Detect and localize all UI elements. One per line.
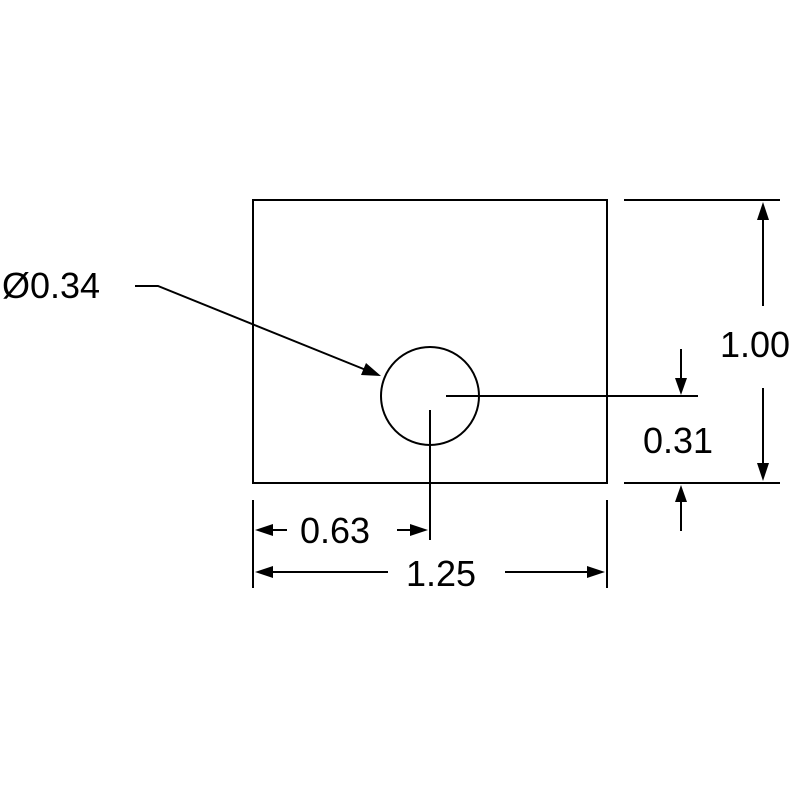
width-arrowhead-left xyxy=(255,566,273,578)
hole-offset-y-label: 0.31 xyxy=(643,420,713,461)
height-arrowhead-top xyxy=(757,202,769,220)
diameter-leader-arrowhead xyxy=(361,363,381,376)
width-arrowhead-right xyxy=(587,566,605,578)
hole-offset-x-label: 0.63 xyxy=(300,510,370,551)
overall-width-label: 1.25 xyxy=(406,553,476,594)
hole-offset-x-arrowhead-left xyxy=(255,524,273,536)
height-arrowhead-bottom xyxy=(757,463,769,481)
hole-offset-x-arrowhead-right xyxy=(410,524,428,536)
diameter-leader-line xyxy=(135,285,367,371)
hole-offset-y-arrowhead-lower xyxy=(675,485,687,502)
overall-height-label: 1.00 xyxy=(720,324,790,365)
hole-offset-y-arrowhead-upper xyxy=(675,378,687,395)
hole-diameter-label: Ø0.34 xyxy=(2,265,100,306)
